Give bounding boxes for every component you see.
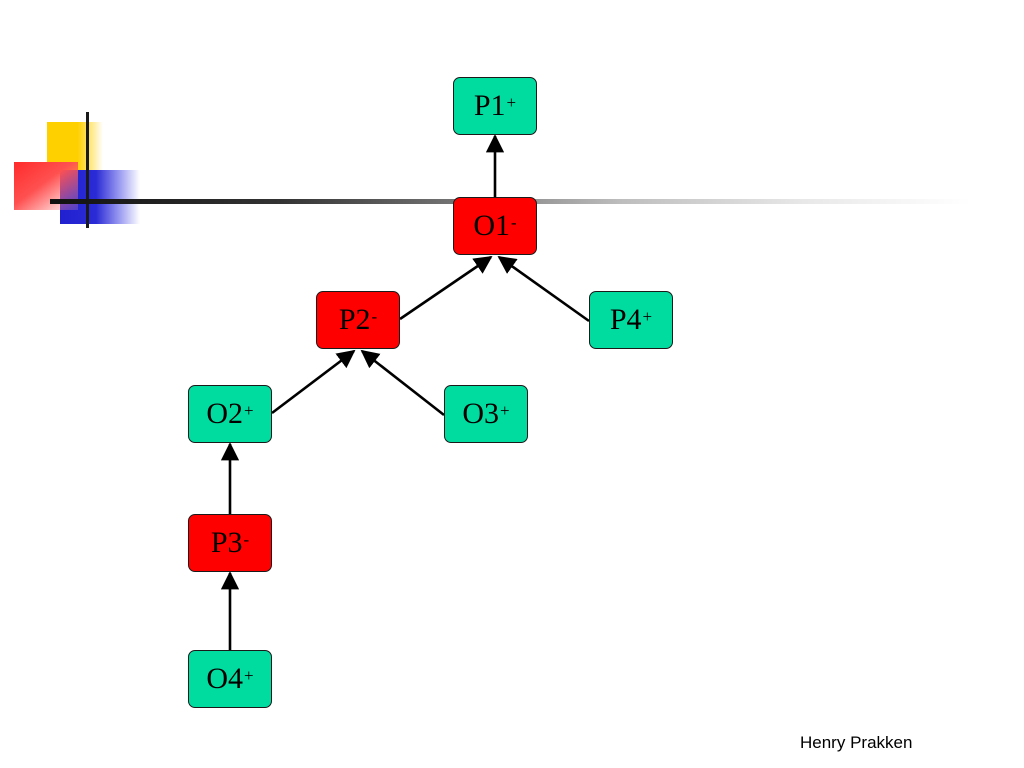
argument-node-p1: P1+ (453, 77, 537, 135)
argument-node-p2: P2- (316, 291, 400, 349)
node-label: O3 (462, 397, 500, 430)
decor-vertical-line (86, 112, 89, 228)
node-label: P4 (609, 303, 642, 336)
node-sign: + (500, 400, 510, 420)
footer-author: Henry Prakken (800, 733, 913, 752)
node-sign: - (371, 306, 378, 326)
node-label: P2 (338, 303, 371, 336)
argument-node-o4: O4+ (188, 650, 272, 708)
node-sign: - (511, 212, 517, 232)
node-label: P1 (473, 89, 506, 122)
node-sign: + (244, 400, 254, 420)
node-sign: + (244, 665, 254, 685)
argument-node-p3: P3- (188, 514, 272, 572)
edge-o3-to-p2 (360, 349, 445, 417)
edge-p2-to-o1 (399, 255, 493, 321)
argument-node-o3: O3+ (444, 385, 528, 443)
edge-p4-to-o1 (497, 255, 590, 323)
edge-o2-to-p2 (271, 349, 356, 415)
argument-node-p4: P4+ (589, 291, 673, 349)
argument-node-o2: O2+ (188, 385, 272, 443)
node-label: P3 (210, 526, 243, 559)
node-sign: + (642, 306, 653, 326)
node-label: O2 (206, 397, 244, 430)
node-label: O1 (473, 209, 510, 242)
node-sign: + (506, 92, 517, 112)
node-sign: - (243, 529, 250, 549)
node-label: O4 (206, 662, 244, 695)
argument-node-o1: O1- (453, 197, 537, 255)
